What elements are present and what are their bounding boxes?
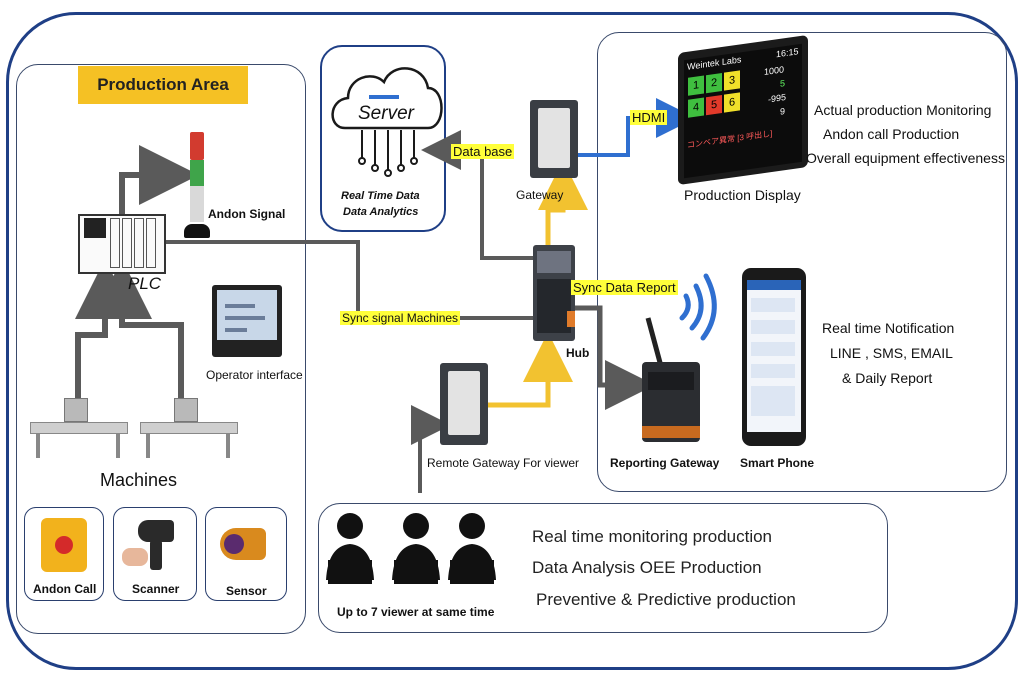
gateway-icon — [530, 100, 578, 178]
hub-icon — [533, 245, 575, 341]
sync-signal-label: Sync signal Machines — [340, 311, 461, 325]
display-feature: Andon call Production — [823, 126, 960, 142]
plc-icon — [78, 214, 166, 274]
scanner-label: Scanner — [132, 582, 180, 596]
notification-feature: & Daily Report — [842, 370, 933, 386]
server-caption-2: Data Analytics — [343, 206, 419, 218]
notification-feature: LINE , SMS, EMAIL — [830, 345, 953, 361]
production-display-label: Production Display — [684, 187, 801, 203]
machines-label: Machines — [100, 470, 178, 490]
operator-interface-icon — [212, 285, 282, 357]
scanner-icon — [138, 520, 174, 542]
display-feature: Actual production Monitoring — [814, 102, 992, 118]
andon-tower-icon — [184, 132, 210, 242]
andon-signal-label: Andon Signal — [208, 207, 286, 221]
andon-call-icon — [41, 518, 87, 572]
operator-interface-label: Operator interface — [206, 368, 303, 382]
viewer-panel — [318, 503, 888, 633]
data-base-label: Data base — [451, 144, 515, 159]
server-label: Server — [358, 103, 414, 124]
smart-phone-label: Smart Phone — [740, 456, 815, 470]
display-panel — [597, 32, 1007, 492]
display-feature: Overall equipment effectiveness — [806, 150, 1005, 166]
andon-call-label: Andon Call — [33, 582, 97, 596]
sensor-label: Sensor — [226, 584, 267, 598]
reporting-gateway-icon — [642, 362, 700, 442]
production-area-panel — [16, 64, 306, 634]
remote-gateway-label: Remote Gateway For viewer — [427, 456, 580, 470]
hdmi-label: HDMI — [630, 110, 668, 125]
viewer-feature: Real time monitoring production — [532, 527, 773, 546]
notification-feature: Real time Notification — [822, 320, 955, 336]
plc-label: PLC — [128, 274, 162, 293]
sensor-box: Sensor — [205, 507, 287, 601]
machine-icon — [140, 398, 238, 460]
sync-report-label: Sync Data Report — [571, 280, 678, 295]
reporting-gateway-label: Reporting Gateway — [610, 456, 720, 470]
viewer-feature: Data Analysis OEE Production — [532, 558, 762, 577]
hub-label: Hub — [566, 346, 590, 360]
outer-frame — [6, 12, 1018, 670]
andon-call-box: Andon Call — [24, 507, 104, 601]
remote-gateway-icon — [440, 363, 488, 445]
server-caption-1: Real Time Data — [341, 190, 420, 202]
machine-icon — [30, 398, 128, 460]
smart-phone-icon — [742, 268, 806, 446]
gateway-label: Gateway — [516, 188, 564, 202]
production-area-title: Production Area — [78, 66, 248, 104]
viewer-feature: Preventive & Predictive production — [536, 590, 796, 609]
sensor-icon — [220, 528, 266, 560]
viewers-label: Up to 7 viewer at same time — [337, 605, 495, 619]
scanner-box: Scanner — [113, 507, 197, 601]
